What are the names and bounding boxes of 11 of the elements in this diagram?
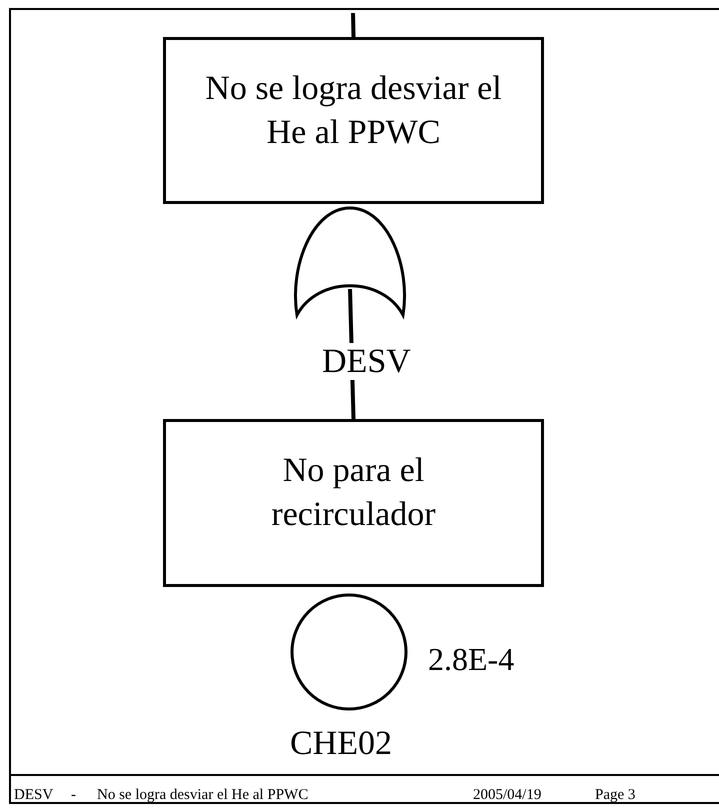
connector-line [351,12,356,38]
event-code: DESV [322,343,411,380]
footer-text: DESV [14,787,54,804]
footer-text: Page 3 [595,787,636,804]
event-box [163,37,544,204]
event-box [163,419,544,587]
footer-text: - [71,787,76,804]
footer-text: No se logra desviar el He al PPWC [97,787,308,804]
footer-text: 2005/04/19 [473,787,542,804]
event-text: No para el recirculador [270,451,437,535]
event-text: No se logra desviar el He al PPWC [204,68,503,152]
